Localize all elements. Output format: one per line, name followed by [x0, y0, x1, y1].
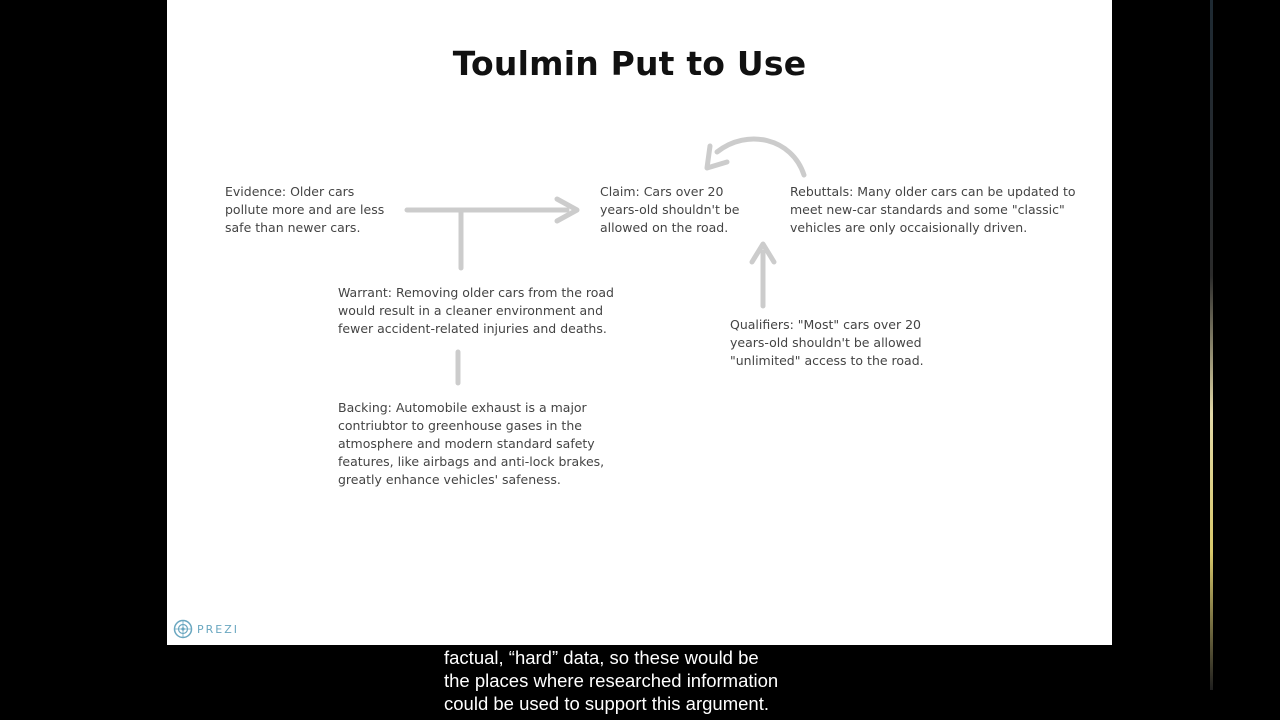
subtitle-caption: factual, “hard” data, so these would be … [444, 647, 779, 714]
qualifiers-node: Qualifiers: "Most" cars over 20 years-ol… [730, 317, 924, 368]
qualifiers-to-claim-arrowhead [749, 241, 777, 265]
presentation-slide: Toulmin Put to Use Evidence: Older cars … [167, 0, 1112, 645]
diagram-connectors [404, 136, 807, 386]
evidence-node: Evidence: Older cars pollute more and ar… [225, 184, 385, 235]
rebuttals-to-claim-curved-arrow [714, 136, 807, 178]
backing-node: Backing: Automobile exhaust is a major c… [338, 400, 605, 487]
claim-node: Claim: Cars over 20 years-old shouldn't … [600, 184, 740, 235]
rebuttals-to-claim-arrowhead [704, 143, 730, 171]
rebuttals-node: Rebuttals: Many older cars can be update… [790, 184, 1076, 235]
warrant-node: Warrant: Removing older cars from the ro… [338, 285, 614, 336]
evidence-to-claim-arrowhead [554, 196, 580, 224]
prezi-globe-icon [173, 619, 193, 639]
prezi-logo: PREZI [173, 618, 239, 640]
slide-title: Toulmin Put to Use [452, 44, 807, 83]
prezi-logo-wordmark: PREZI [197, 622, 240, 636]
frame-edge-artifact [1210, 0, 1213, 690]
